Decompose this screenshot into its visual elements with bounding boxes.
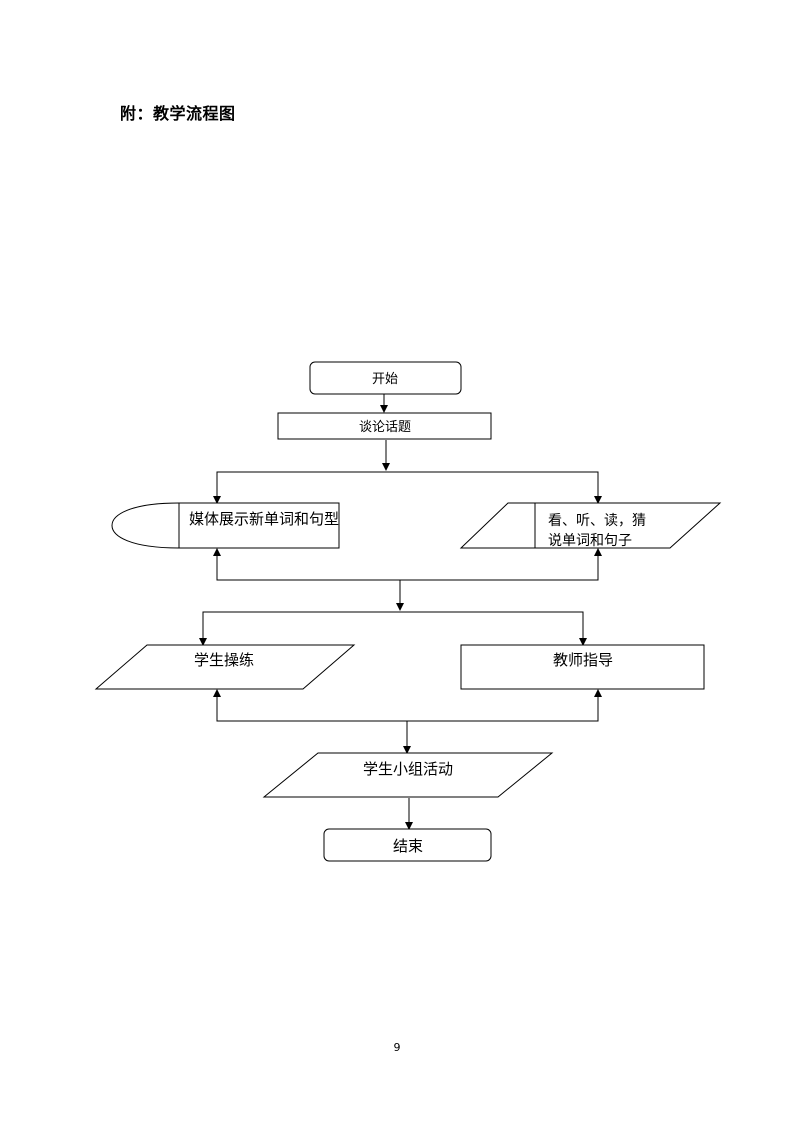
practice-label: 学生操练 [194,651,254,669]
practice-node [94,644,356,690]
media-node [111,502,340,549]
end-node [323,828,492,862]
connector-split-2 [202,611,584,645]
guide-node [460,644,705,690]
page-heading: 附：教学流程图 [120,104,236,123]
media-label: 媒体展示新单词和句型 [189,510,339,528]
end-label: 结束 [393,837,423,855]
connector-merge-1 [216,549,599,581]
look-label-line1: 看、听、读，猜 [548,512,646,529]
start-node [309,361,462,395]
group-label: 学生小组活动 [363,760,453,778]
guide-label: 教师指导 [553,651,613,669]
discuss-node [277,412,492,440]
group-node [262,752,554,798]
look-node [459,502,722,549]
connector-split-1 [216,471,599,503]
discuss-label: 谈论话题 [359,420,411,435]
page-number: 9 [393,1041,401,1054]
start-label: 开始 [372,372,398,387]
connector-merge-2 [216,690,599,722]
look-label-line2: 说单词和句子 [548,533,632,549]
